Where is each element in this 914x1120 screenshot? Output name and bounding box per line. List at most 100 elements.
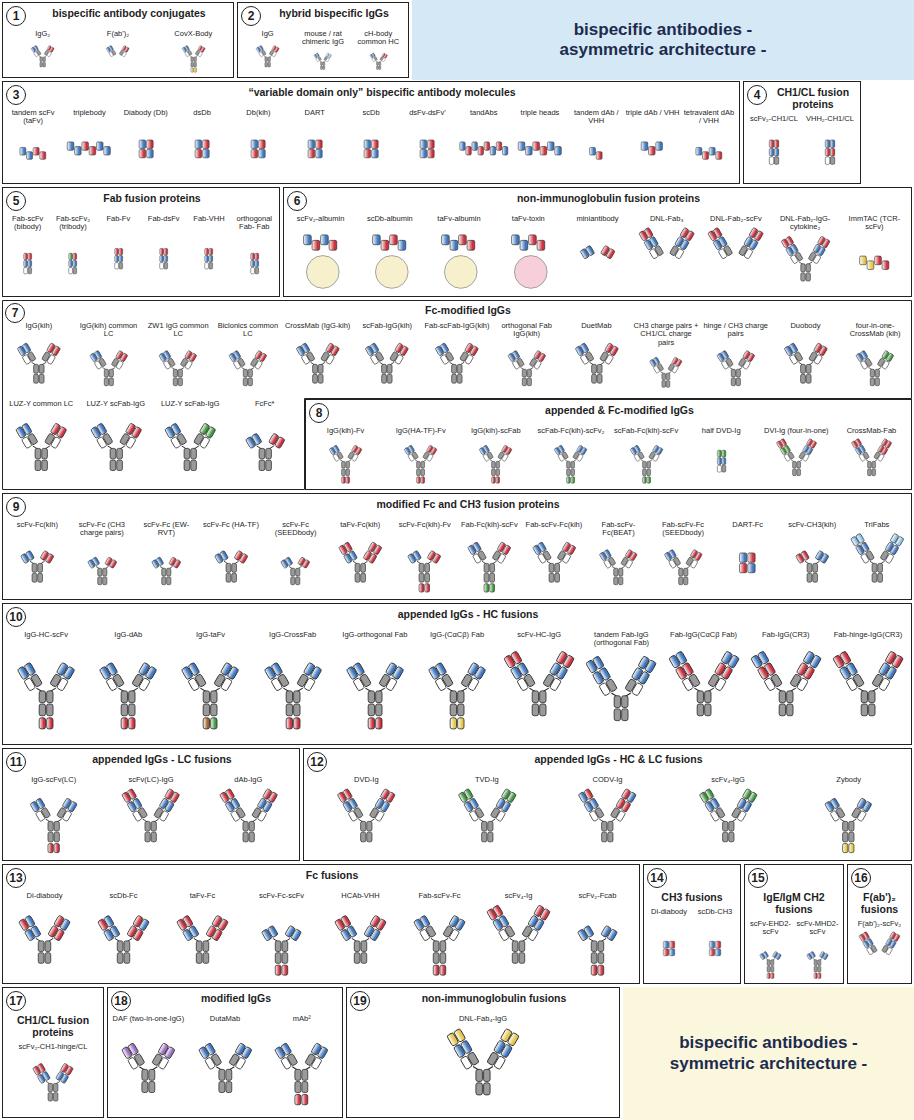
antibody-glyph — [6, 1052, 100, 1115]
antibody-glyph — [647, 917, 691, 981]
format-label: scFv-MHD2-scFv — [795, 920, 840, 937]
format-label: scFv₄-Ig — [505, 892, 533, 900]
format-cell: CH3 charge pairs + CH1/CL charge pairs — [631, 322, 701, 398]
antibody-glyph — [352, 48, 405, 76]
format-cell: IgG-HC-scFv — [5, 631, 87, 742]
format-label: VHH₂-CH1/CL — [806, 115, 854, 123]
format-cell: Biclonics common LC — [213, 322, 283, 398]
number-circle: 18 — [111, 991, 131, 1011]
format-label: Fab-IgG(CR3) — [762, 631, 810, 639]
format-label: taFv-toxin — [512, 215, 545, 223]
antibody-glyph — [201, 785, 296, 858]
antibody-glyph — [428, 785, 547, 858]
panel-number: 14 — [650, 872, 663, 884]
format-label: FcFc* — [255, 400, 275, 408]
format-cell: IgG(kih)-scFab — [458, 427, 533, 487]
format-cell: scDb-CH3 — [692, 908, 738, 981]
format-cell: mAb² — [263, 1015, 340, 1115]
antibody-glyph — [495, 224, 562, 294]
format-label: tandem Fab-IgG (orthogonal Fab) — [581, 631, 661, 648]
antibody-glyph — [564, 224, 631, 294]
format-label: Di-diabody — [27, 892, 63, 900]
format-cell: scFv-Fc (CH3 charge pairs) — [70, 521, 135, 597]
number-circle: 1 — [6, 6, 26, 26]
antibody-glyph — [841, 233, 908, 295]
number-circle: 14 — [647, 868, 667, 888]
format-cell: TVD-Ig — [427, 776, 548, 858]
antibody-glyph — [214, 340, 282, 399]
format-row: IgG(kih)-FvIgG(HA-TF)-FvIgG(kih)-scFabsc… — [308, 427, 909, 487]
format-cell: half DVD-Ig — [684, 427, 759, 487]
panel-title: appended & Fc-modified IgGs — [332, 404, 907, 416]
format-label: scFab-Fc(kih)-scFv — [614, 427, 678, 435]
category-panel: bispecific antibody conjugates1IgG₂F(ab'… — [2, 2, 234, 78]
antibody-glyph — [846, 530, 909, 597]
format-cell: ImmTAC (TCR-scFv) — [840, 215, 909, 294]
format-cell: taFv-toxin — [494, 215, 563, 294]
format-label: CH3 charge pairs + CH1/CL charge pairs — [632, 322, 700, 347]
format-label: Duobody — [790, 322, 820, 330]
format-label: TVD-Ig — [475, 776, 499, 784]
format-row: DVD-IgTVD-IgCODV-IgscFv₄-IgGZybody — [306, 776, 909, 858]
format-cell: IgG(kih) — [4, 322, 74, 398]
format-label: Db(kih) — [246, 109, 270, 117]
format-cell: tandem scFv (taFv) — [5, 109, 61, 181]
antibody-glyph — [6, 640, 86, 742]
panel-title: CH1/CL fusion proteins — [770, 86, 856, 110]
antibody-glyph — [142, 224, 185, 294]
number-circle: 2 — [241, 6, 261, 26]
format-label: LUZ-Y scFab-IgG — [161, 400, 220, 408]
format-row: IgGmouse / rat chimeric IgGcH-body commo… — [240, 30, 406, 75]
panel-title: IgE/IgM CH2 fusions — [748, 891, 840, 915]
antibody-glyph — [75, 340, 143, 399]
number-circle: 16 — [851, 868, 871, 888]
antibody-glyph — [350, 1024, 616, 1115]
panel-number: 15 — [751, 872, 764, 884]
antibody-glyph — [457, 118, 511, 181]
format-label: DNL-Fab₃ — [650, 215, 683, 223]
panel-title: Fab fusion proteins — [29, 192, 275, 204]
antibody-glyph — [425, 224, 492, 294]
antibody-glyph — [51, 233, 94, 295]
format-cell: scFv-Fc(kih) — [5, 521, 70, 597]
format-label: IgG-dAb — [114, 631, 142, 639]
format-label: Fab-IgG(CαCβ Fab) — [670, 631, 737, 639]
antibody-glyph — [119, 118, 173, 181]
antibody-glyph — [458, 530, 521, 597]
format-label: scFv-Fc (SEEDbody) — [264, 521, 327, 538]
format-cell: IgG-CrossFab — [252, 631, 334, 742]
format-cell: scFv₄-IgG — [668, 776, 789, 858]
format-label: DNL-Fab₂-scFv — [710, 215, 762, 223]
category-panel: appended & Fc-modified IgGs8IgG(kih)-FvI… — [305, 399, 912, 490]
antibody-glyph — [632, 348, 700, 398]
architecture-band: bispecific antibodies - asymmetric archi… — [412, 0, 914, 80]
format-row: tandem scFv (taFv)triplebodyDiabody (Db)… — [5, 109, 737, 181]
panel-title: non-immunoglobulin fusions — [373, 992, 615, 1004]
format-cell: Fab-Fv — [96, 215, 141, 294]
antibody-glyph — [569, 127, 623, 182]
panel-title: modified Fc and CH3 fusion proteins — [29, 498, 907, 510]
antibody-glyph — [693, 917, 737, 981]
antibody-glyph — [111, 1024, 186, 1115]
format-label: scFv-HC-IgG — [517, 631, 561, 639]
format-label: taFv-albumin — [437, 215, 480, 223]
antibody-glyph — [841, 340, 909, 399]
antibody-glyph — [534, 436, 607, 487]
panel-number: 16 — [854, 872, 867, 884]
format-label: scFv-Fc (CH3 charge pairs) — [71, 521, 134, 538]
antibody-glyph — [288, 118, 342, 181]
antibody-glyph — [851, 929, 908, 981]
format-cell: Fab-IgG(CαCβ Fab) — [663, 631, 745, 742]
antibody-glyph — [702, 340, 770, 399]
format-cell: F(ab')₂-scFv₂ — [850, 920, 909, 981]
category-panel: modified IgGs18DAF (two-in-one-IgG)DutaM… — [107, 987, 343, 1118]
format-cell: scFv-Fc(kih)-Fv — [392, 521, 457, 597]
panel-number: 4 — [754, 89, 761, 101]
format-cell: Fab-dsFv — [141, 215, 186, 294]
format-cell: scDb-Fc — [84, 892, 163, 981]
format-row: DNL-Fab₄-IgG — [349, 1015, 617, 1115]
format-label: IgG-(CαCβ) Fab — [430, 631, 484, 639]
format-cell: tandem Fab-IgG (orthogonal Fab) — [580, 631, 662, 742]
antibody-glyph — [287, 224, 354, 294]
